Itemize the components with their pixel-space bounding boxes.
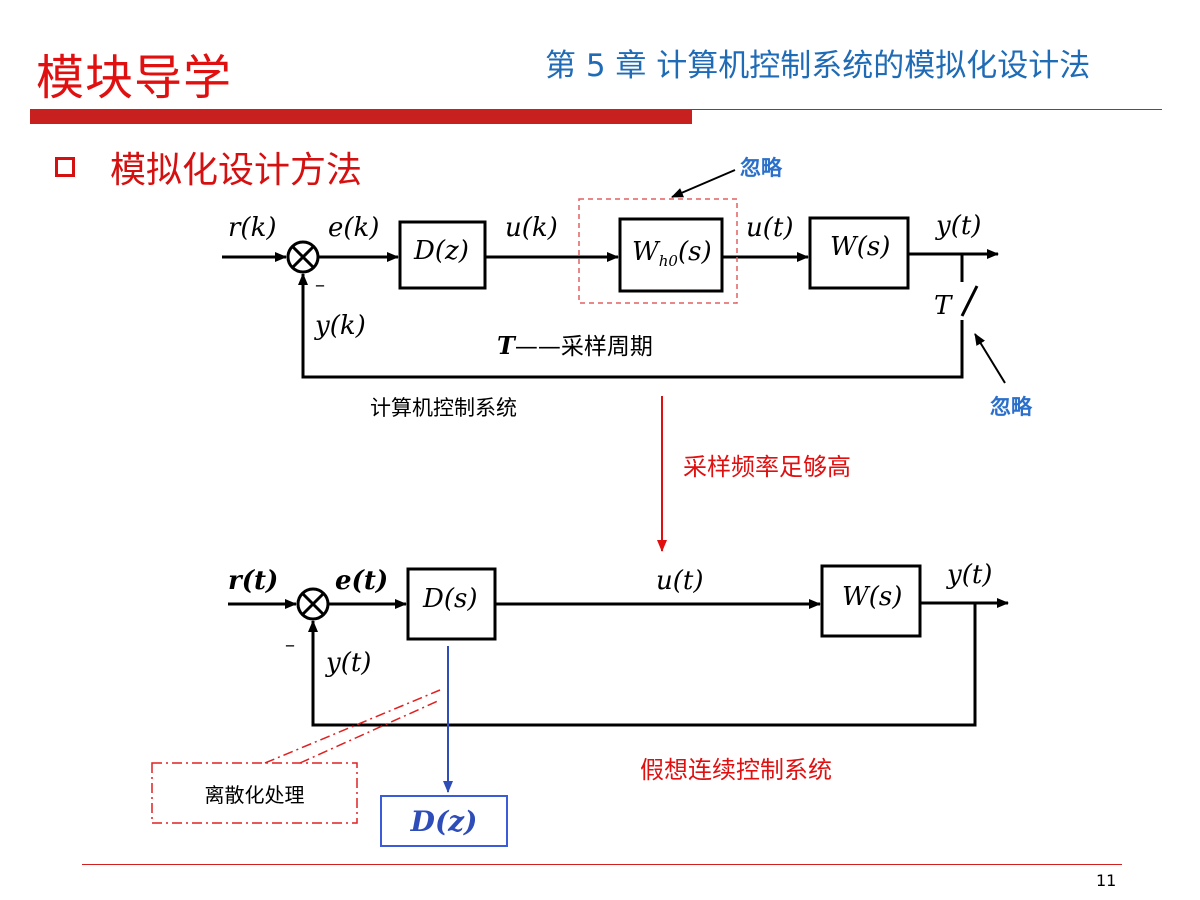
feedback-path-bottom [311, 603, 977, 727]
bottom-diagram-caption: 假想连续控制系统 [640, 756, 832, 784]
feedback-path-top [301, 276, 964, 379]
label-output-bottom: y(t) [947, 560, 993, 590]
label-input-rt: r(t) [228, 566, 279, 596]
ignore-hold-note: 忽略 [740, 156, 782, 180]
discretize-label: 离散化处理 [204, 782, 305, 807]
label-ut-top: u(t) [746, 213, 794, 243]
discretize-box: 离散化处理 [152, 763, 357, 823]
result-dz-box: D(z) [380, 795, 508, 847]
chapter-title: 第 5 章 计算机控制系统的模拟化设计法 [545, 48, 1091, 84]
label-error-et: e(t) [335, 566, 389, 596]
discretize-callout [151, 689, 441, 824]
label-feedback-yt: y(t) [326, 648, 372, 678]
ignore-switch-pointer [974, 333, 1006, 384]
label-ut-bottom: u(t) [656, 566, 704, 596]
sampler-switch [960, 285, 979, 317]
square-bullet-icon [55, 157, 75, 177]
page-number: 11 [1096, 871, 1117, 890]
label-switch-T: T [934, 291, 952, 321]
section-heading: 模拟化设计方法 [110, 150, 363, 191]
header-accent-bar [30, 110, 692, 124]
transition-label: 采样频率足够高 [683, 453, 851, 481]
page-title: 模块导学 [36, 50, 233, 106]
label-feedback-yk: y(k) [315, 311, 366, 341]
hold-argument: (s) [677, 237, 712, 267]
hold-symbol: W [632, 237, 659, 267]
label-error-ek: e(k) [328, 213, 380, 243]
sample-period-note: T——采样周期 [497, 327, 653, 361]
result-dz-label: D(z) [410, 804, 478, 838]
sample-period-text: ——采样周期 [514, 334, 653, 360]
header-divider [30, 109, 1162, 110]
hold-block [618, 217, 724, 293]
ignore-switch-note: 忽略 [990, 395, 1032, 419]
minus-sign-top: – [315, 272, 325, 296]
top-diagram-caption: 计算机控制系统 [370, 396, 517, 420]
footer-divider [82, 864, 1122, 865]
bottom-diagram [228, 564, 1009, 727]
label-controller-dz: D(z) [414, 236, 469, 266]
sample-period-symbol: T [497, 331, 515, 360]
label-controller-ds: D(s) [423, 584, 478, 614]
label-hold: Wh0(s) [632, 237, 712, 270]
plant-block-bottom [820, 564, 922, 638]
label-plant-bottom: W(s) [842, 582, 903, 612]
label-uk: u(k) [505, 213, 558, 243]
controller-block-dz [398, 220, 487, 290]
top-diagram [222, 216, 999, 379]
label-input-rk: r(k) [228, 213, 277, 243]
minus-sign-bottom: – [285, 632, 295, 656]
label-output-top: y(t) [936, 211, 982, 241]
hold-subscript: h0 [658, 252, 678, 271]
ignore-hold-frame [578, 198, 738, 304]
label-plant-top: W(s) [830, 232, 891, 262]
ignore-hold-pointer [671, 169, 736, 198]
